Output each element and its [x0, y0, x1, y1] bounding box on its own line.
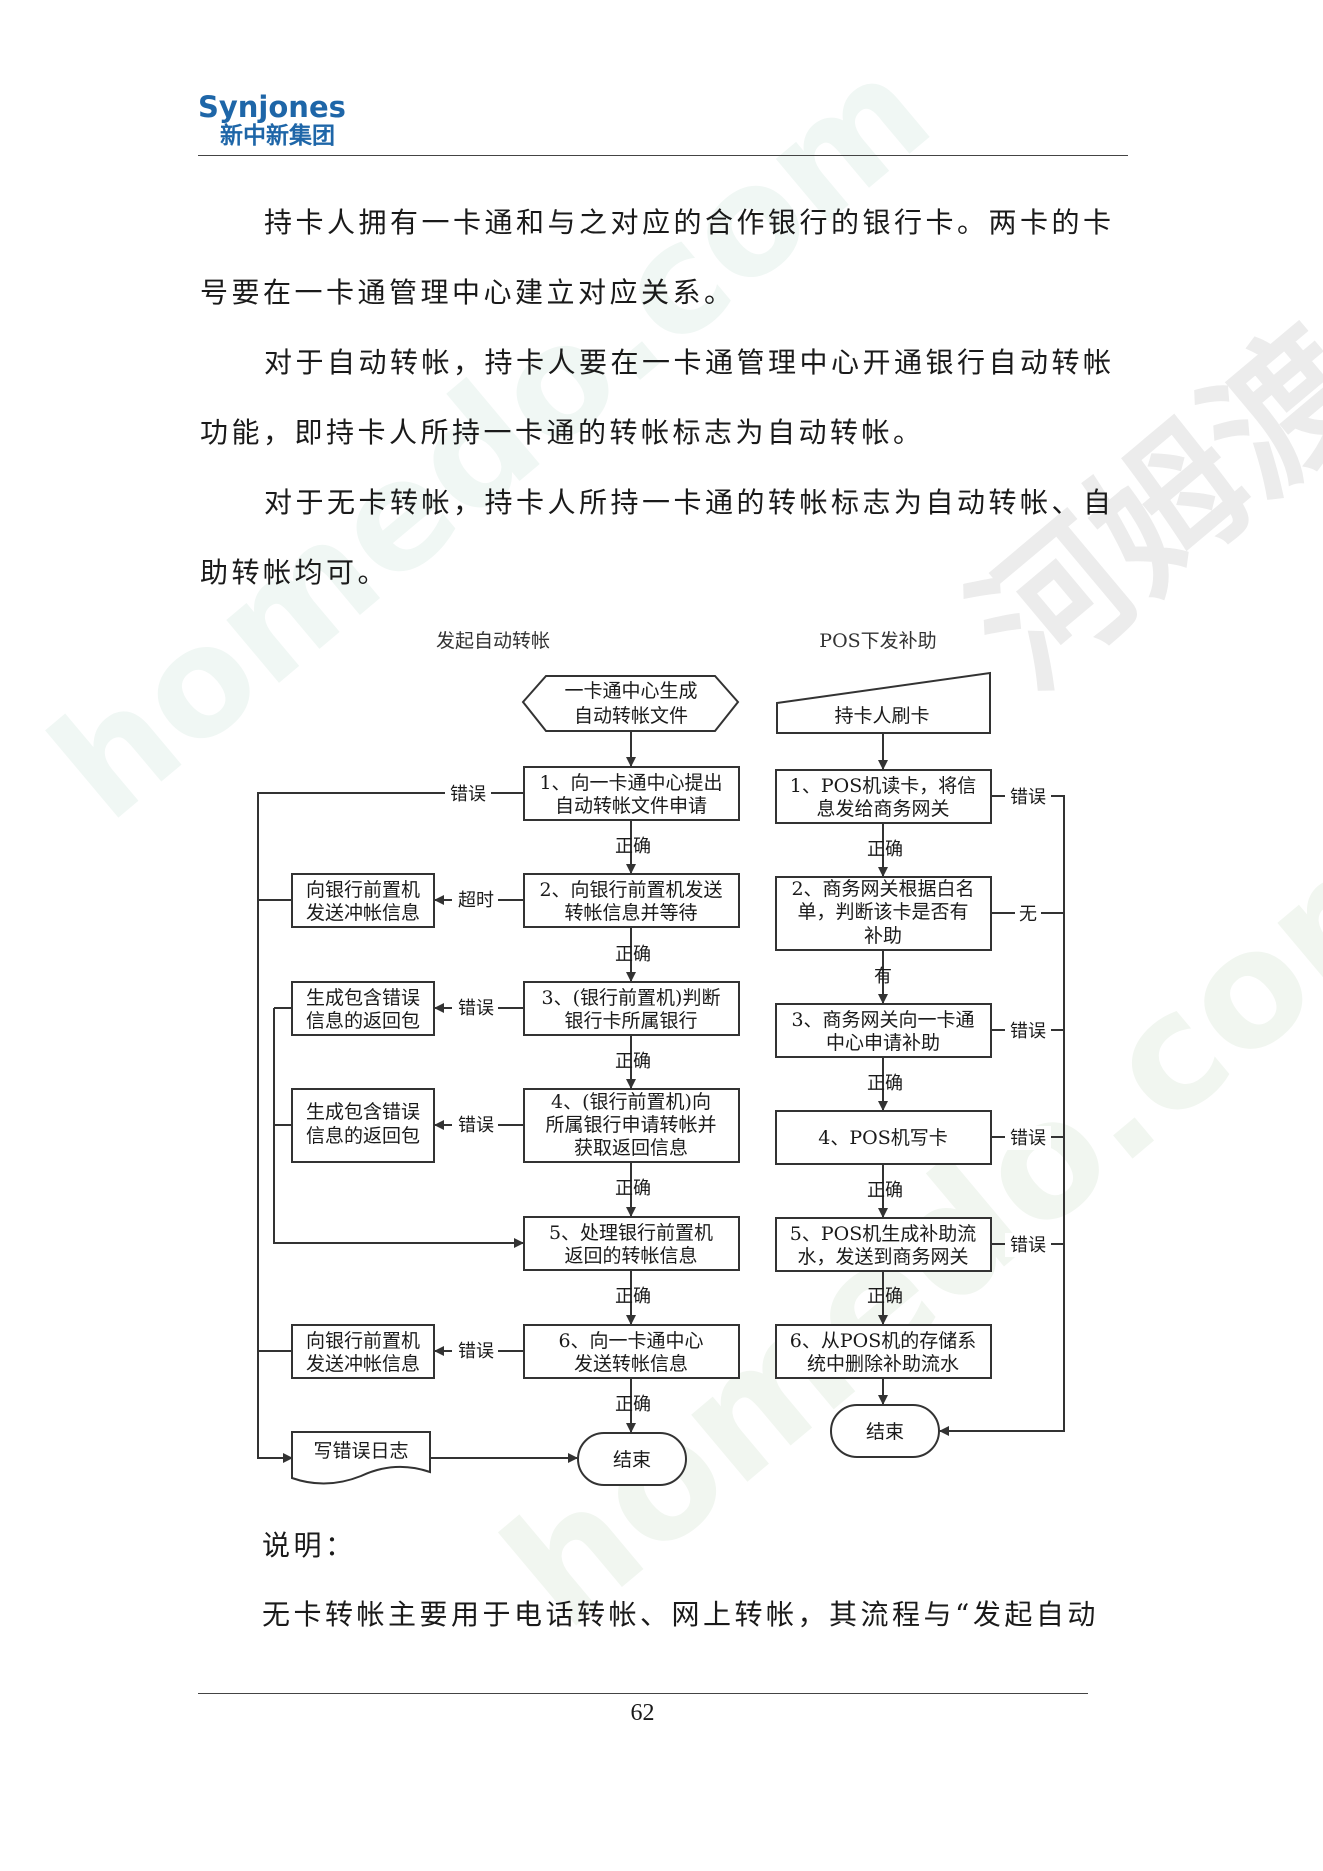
left-end-terminator: [577, 1432, 687, 1486]
right-correct-3: 正确: [867, 1073, 903, 1094]
right-step-6-line2: 统中删除补助流水: [807, 1353, 959, 1375]
left-correct-5: 正确: [615, 1286, 651, 1307]
right-step-1-line1: 1、POS机读卡，将信: [790, 775, 976, 797]
right-correct-4: 正确: [867, 1180, 903, 1201]
left-step-5: [523, 1216, 740, 1271]
right-error-label-5: 错误: [1010, 1235, 1046, 1256]
left-error-label-1: 错误: [450, 784, 486, 805]
left-side-1-line2: 发送冲帐信息: [306, 902, 420, 924]
right-error-label-3: 错误: [1010, 1021, 1046, 1042]
footer-divider: [198, 1693, 1088, 1694]
paragraph-2: 对于自动转帐，持卡人要在一卡通管理中心开通银行自动转帐功能，即持卡人所持一卡通的…: [200, 346, 1115, 449]
left-step-5-line1: 5、处理银行前置机: [549, 1222, 713, 1244]
error-log-document: [291, 1431, 431, 1485]
logo-english: Synjones: [198, 90, 346, 124]
right-end-label: 结束: [866, 1421, 904, 1443]
left-side-3: [291, 1088, 435, 1163]
left-side-4-line1: 向银行前置机: [306, 1330, 420, 1352]
right-step-4-label: 4、POS机写卡: [818, 1127, 947, 1149]
page-number: 62: [630, 1700, 655, 1726]
error-log-label: 写错误日志: [313, 1440, 408, 1462]
left-step-4-line1: 4、(银行前置机)向: [551, 1091, 711, 1113]
left-step-6-line1: 6、向一卡通中心: [558, 1330, 703, 1352]
right-start-manual-input: [776, 671, 991, 734]
right-correct-5: 正确: [867, 1286, 903, 1307]
left-side-4: [291, 1324, 435, 1379]
right-step-6-line1: 6、从POS机的存储系: [790, 1330, 976, 1352]
logo-chinese: 新中新集团: [220, 123, 335, 149]
left-side-3-line2: 信息的返回包: [306, 1125, 420, 1147]
right-step-2-line2: 单，判断该卡是否有: [797, 901, 968, 923]
right-correct-1: 正确: [867, 839, 903, 860]
right-step-5: [775, 1217, 992, 1272]
right-error-label-4: 错误: [1010, 1128, 1046, 1149]
left-step-3-line1: 3、(银行前置机)判断: [542, 987, 721, 1009]
right-step-3-line1: 3、商务网关向一卡通: [791, 1009, 974, 1031]
left-side-1: [291, 873, 435, 928]
left-start-line1: 一卡通中心生成: [564, 680, 697, 702]
right-start-label: 持卡人刷卡: [834, 705, 929, 727]
right-step-3: [775, 1003, 992, 1058]
right-flow-title: POS下发补助: [819, 630, 936, 652]
right-step-5-line2: 水，发送到商务网关: [797, 1246, 968, 1268]
company-logo: Synjones 新中新集团: [198, 92, 346, 150]
left-start-line2: 自动转帐文件: [574, 705, 688, 727]
right-step-4: [775, 1110, 992, 1165]
left-error-label-4: 错误: [458, 1341, 494, 1362]
left-step-4: [523, 1088, 740, 1163]
timeout-label: 超时: [458, 890, 494, 911]
left-step-4-line2: 所属银行申请转帐并: [545, 1114, 716, 1136]
left-correct-1: 正确: [615, 836, 651, 857]
paragraph-3: 对于无卡转帐，持卡人所持一卡通的转帐标志为自动转帐、自助转帐均可。: [200, 486, 1115, 589]
right-has-label: 有: [874, 966, 892, 987]
left-step-6: [523, 1324, 740, 1379]
left-side-1-line1: 向银行前置机: [306, 879, 420, 901]
right-step-2-line1: 2、商务网关根据白名: [791, 878, 974, 900]
right-step-2-line3: 补助: [864, 925, 902, 947]
paragraph-1: 持卡人拥有一卡通和与之对应的合作银行的银行卡。两卡的卡号要在一卡通管理中心建立对…: [200, 206, 1115, 309]
left-correct-4: 正确: [615, 1178, 651, 1199]
right-none-label: 无: [1019, 904, 1037, 925]
left-end-label: 结束: [613, 1449, 651, 1471]
left-step-3: [523, 981, 740, 1036]
left-side-3-line1: 生成包含错误: [306, 1101, 420, 1123]
left-side-4-line2: 发送冲帐信息: [306, 1353, 420, 1375]
right-step-1-line2: 息发给商务网关: [816, 798, 949, 820]
left-correct-6: 正确: [615, 1394, 651, 1415]
left-step-5-line2: 返回的转帐信息: [564, 1245, 697, 1267]
left-side-2: [291, 981, 435, 1036]
left-step-2-line2: 转帐信息并等待: [564, 902, 697, 924]
left-correct-2: 正确: [615, 944, 651, 965]
left-start-terminator: [521, 675, 740, 732]
left-step-4-line3: 获取返回信息: [574, 1137, 688, 1159]
left-error-label-2: 错误: [458, 998, 494, 1019]
left-step-3-line2: 银行卡所属银行: [564, 1010, 697, 1032]
left-side-2-line1: 生成包含错误: [306, 987, 420, 1009]
right-step-3-line2: 中心申请补助: [826, 1032, 940, 1054]
right-error-label-1: 错误: [1010, 787, 1046, 808]
right-step-5-line1: 5、POS机生成补助流: [790, 1223, 976, 1245]
left-step-6-line2: 发送转帐信息: [574, 1353, 688, 1375]
left-side-2-line2: 信息的返回包: [306, 1010, 420, 1032]
left-error-label-3: 错误: [458, 1115, 494, 1136]
left-correct-3: 正确: [615, 1051, 651, 1072]
left-step-2-line1: 2、向银行前置机发送: [539, 879, 722, 901]
header-divider: [198, 155, 1128, 156]
left-flow-title: 发起自动转帐: [436, 630, 550, 652]
note-text: 无卡转帐主要用于电话转帐、网上转帐，其流程与“发起自动: [262, 1598, 1099, 1631]
note-label: 说明：: [262, 1529, 357, 1562]
left-step-1-line2: 自动转帐文件申请: [555, 795, 707, 817]
left-step-1-line1: 1、向一卡通中心提出: [539, 772, 722, 794]
left-step-1: [523, 766, 740, 821]
